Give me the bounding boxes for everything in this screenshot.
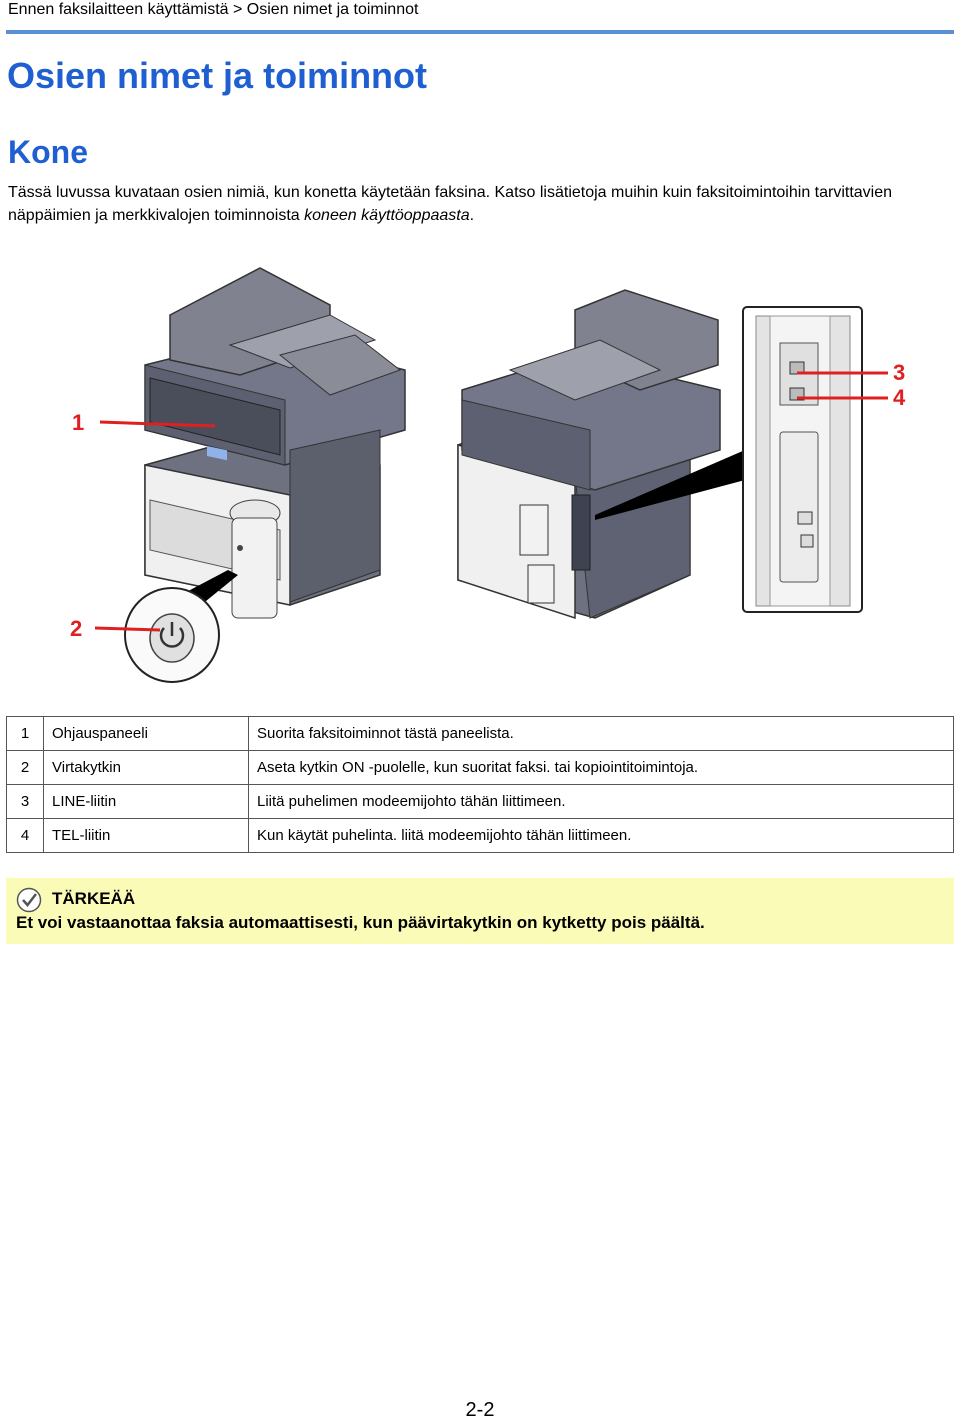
part-description: Liitä puhelimen modeemijohto tähän liitt… (248, 784, 954, 819)
callout-2: 2 (70, 616, 82, 641)
table-row: 3 LINE-liitin Liitä puhelimen modeemijoh… (6, 784, 954, 819)
row-number: 1 (6, 716, 44, 751)
parts-table: 1 Ohjauspaneeli Suorita faksitoiminnot t… (6, 716, 954, 853)
connector-closeup (595, 306, 863, 613)
checkmark-icon (16, 887, 42, 913)
part-name: LINE-liitin (43, 784, 249, 819)
part-description: Kun käytät puhelinta. liitä modeemijohto… (248, 818, 954, 853)
page-number: 2-2 (465, 1399, 495, 1421)
note-title: TÄRKEÄÄ (52, 889, 136, 908)
part-name: Ohjauspaneeli (43, 716, 249, 751)
section-title: Kone (8, 134, 88, 170)
manual-reference: koneen käyttöoppaasta (304, 207, 470, 224)
intro-end: . (469, 207, 475, 224)
table-row: 4 TEL-liitin Kun käytät puhelinta. liitä… (6, 818, 954, 853)
callout-4: 4 (893, 385, 906, 410)
table-row: 2 Virtakytkin Aseta kytkin ON -puolelle,… (6, 750, 954, 785)
part-description: Aseta kytkin ON -puolelle, kun suoritat … (248, 750, 954, 785)
intro-paragraph: Tässä luvussa kuvataan osien nimiä, kun … (8, 181, 948, 227)
callout-1: 1 (72, 410, 84, 435)
part-name: Virtakytkin (43, 750, 249, 785)
breadcrumb: Ennen faksilaitteen käyttämistä > Osien … (8, 1, 419, 18)
machine-rear-view (457, 289, 721, 620)
page-title: Osien nimet ja toiminnot (7, 55, 428, 96)
callout-3: 3 (893, 360, 905, 385)
row-number: 3 (6, 784, 44, 819)
machine-front-view (144, 267, 406, 619)
header-rule (6, 30, 954, 34)
row-number: 2 (6, 750, 44, 785)
machine-illustration: 1 2 3 4 (70, 267, 906, 683)
important-note: TÄRKEÄÄ Et voi vastaanottaa faksia autom… (6, 878, 954, 944)
note-text: Et voi vastaanottaa faksia automaattises… (16, 913, 705, 932)
power-icon (159, 627, 185, 648)
network-port (797, 511, 813, 525)
part-description: Suorita faksitoiminnot tästä paneelista. (248, 716, 954, 751)
power-switch-closeup (124, 570, 238, 683)
usb-port (800, 534, 814, 548)
table-row: 1 Ohjauspaneeli Suorita faksitoiminnot t… (6, 716, 954, 751)
panel-display (207, 445, 227, 461)
row-number: 4 (6, 818, 44, 853)
intro-text: Tässä luvussa kuvataan osien nimiä, kun … (8, 184, 893, 224)
part-name: TEL-liitin (43, 818, 249, 853)
